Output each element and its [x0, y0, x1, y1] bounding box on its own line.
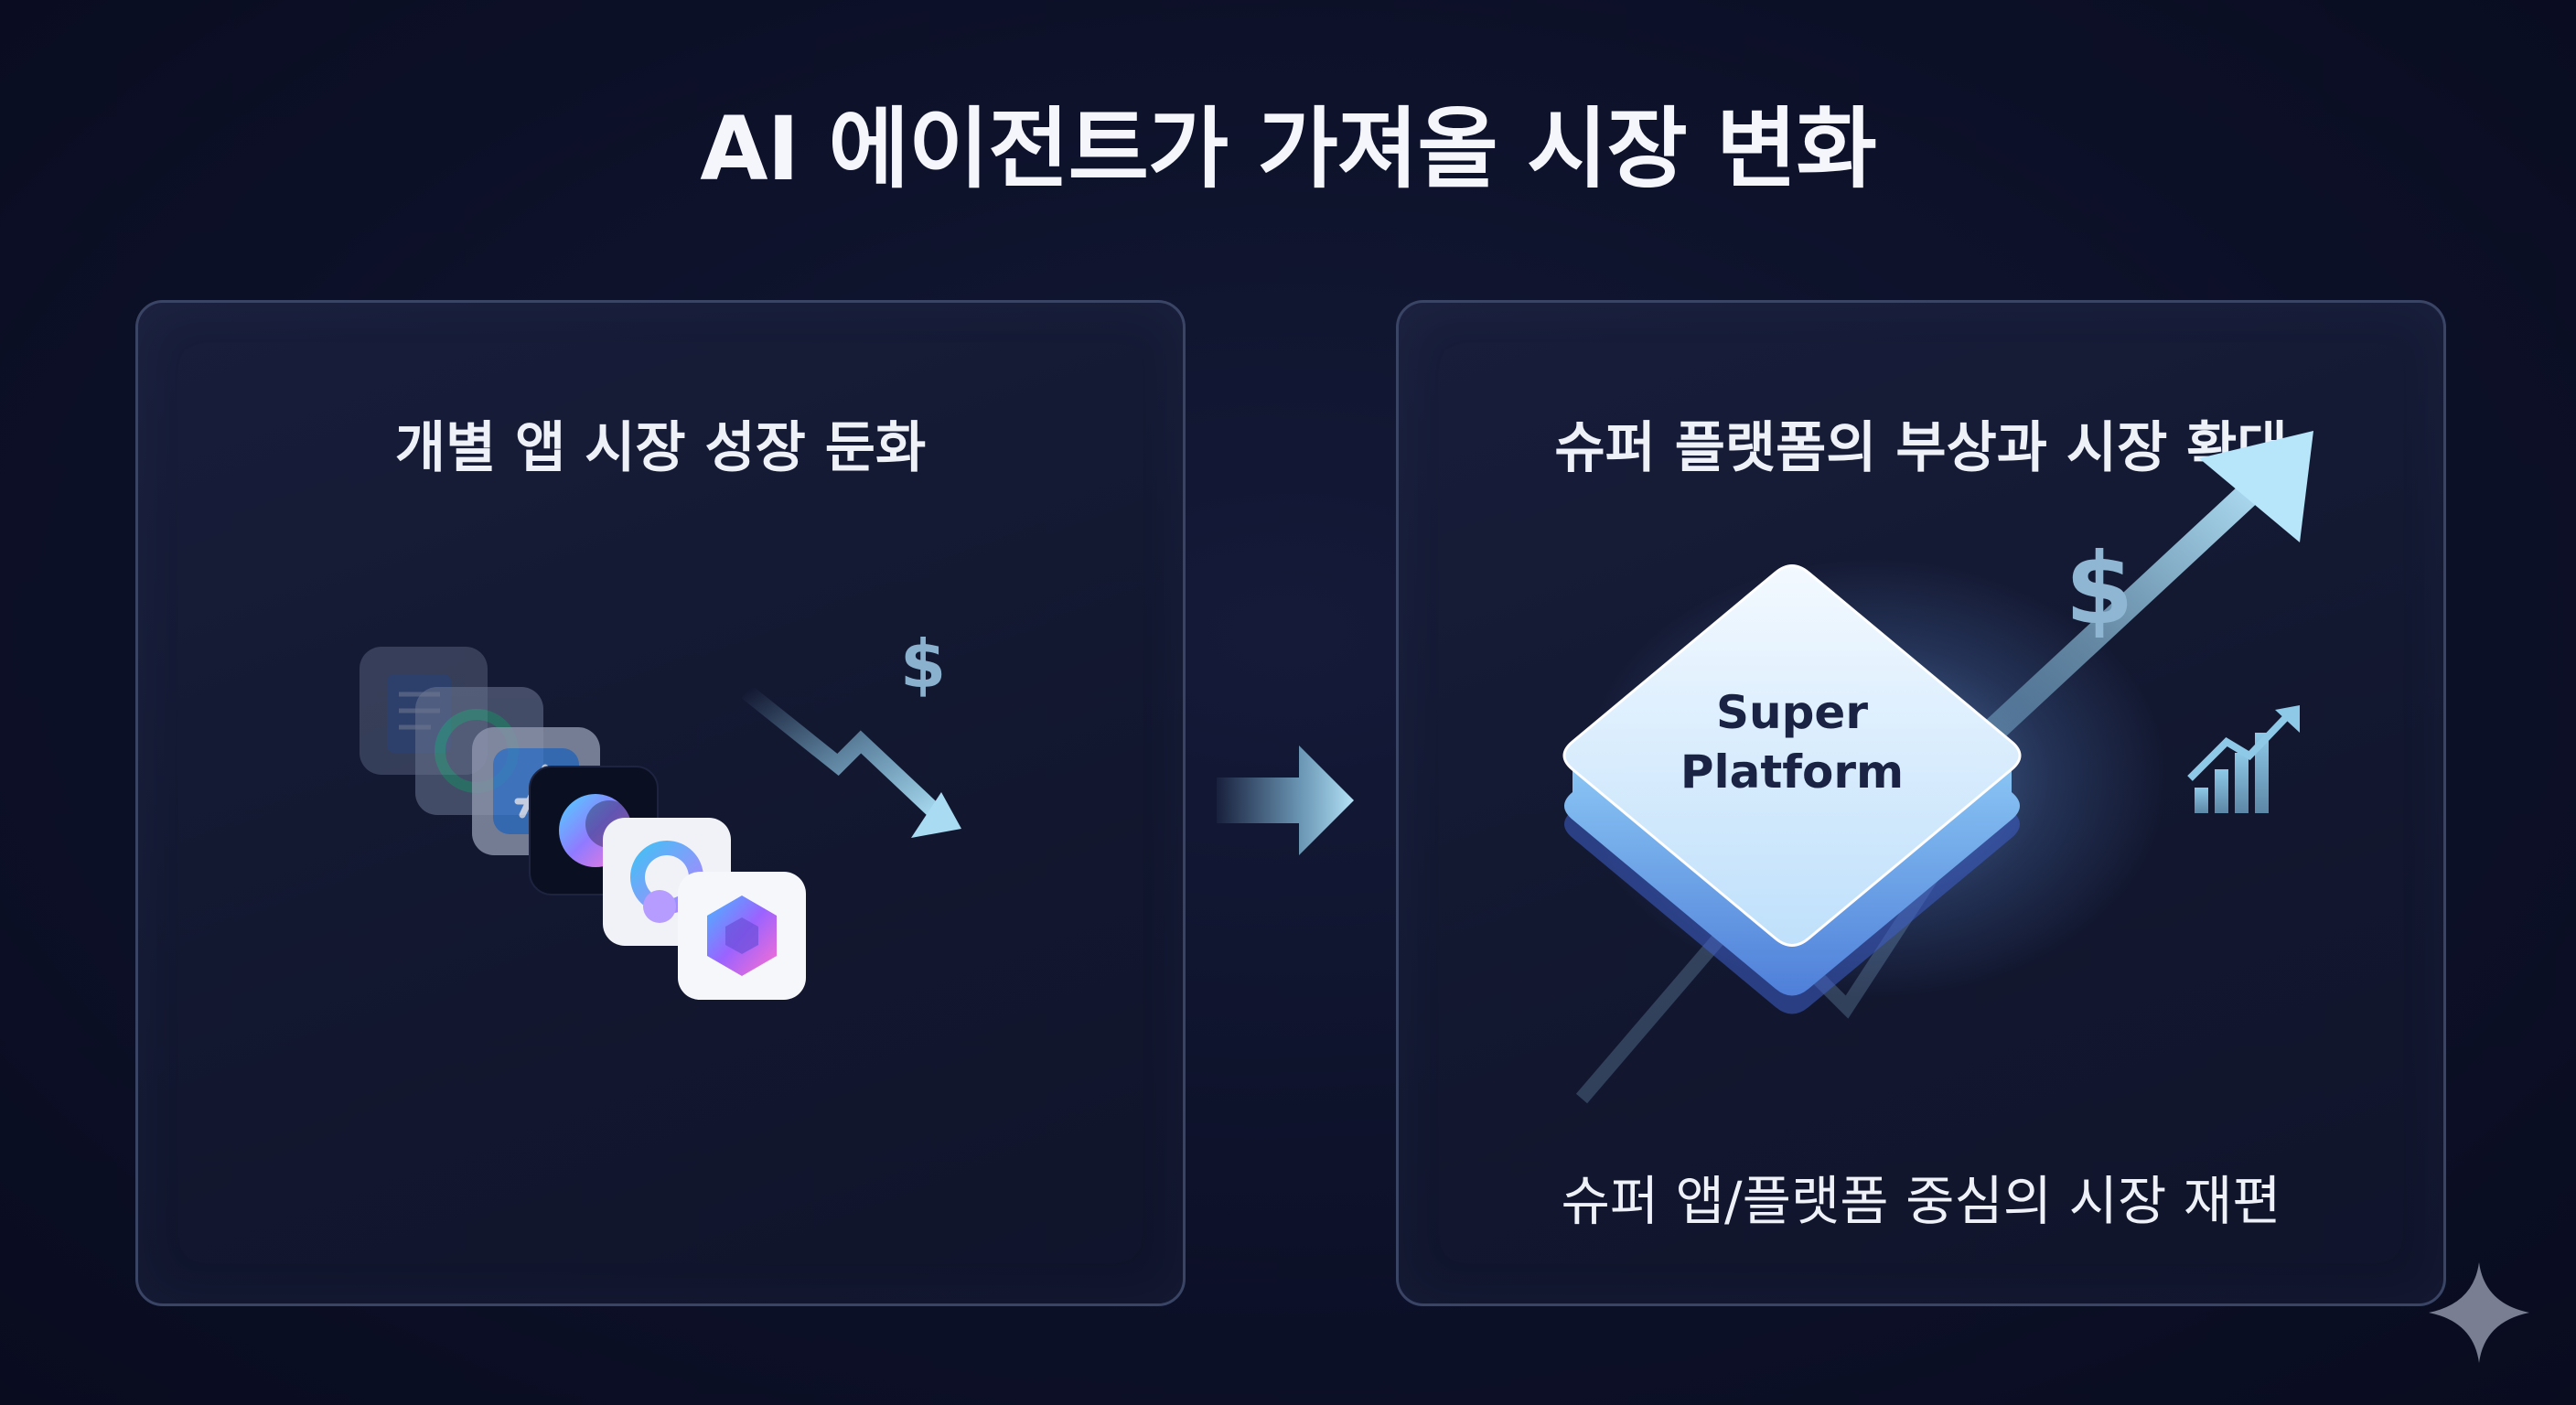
- super-platform-block: Super Platform: [1562, 564, 2022, 1014]
- panel-heading-left: 개별 앱 시장 성장 둔화: [394, 416, 927, 480]
- dollar-sign-icon-left: $: [900, 626, 946, 702]
- dollar-sign-icon-right: $: [2065, 532, 2133, 647]
- page-title: AI 에이전트가 가져올 시장 변화: [700, 98, 1877, 200]
- sparkle-icon: [2429, 1262, 2529, 1363]
- super-platform-illustration: Super Platform $: [1562, 431, 2313, 1104]
- declining-trend-arrow: [741, 684, 961, 838]
- panel-app-market-slowdown: 개별 앱 시장 성장 둔화: [135, 300, 1186, 1306]
- transition-arrow-icon: [1217, 745, 1354, 855]
- panel-heading-right: 슈퍼 플랫폼의 부상과 시장 확대: [1554, 416, 2288, 480]
- platform-label-line1: Super: [1716, 686, 1868, 739]
- platform-label-line2: Platform: [1680, 745, 1904, 799]
- panel-super-platform-rise: 슈퍼 플랫폼의 부상과 시장 확대: [1396, 300, 2446, 1306]
- bar-chart-growth-icon: [2187, 705, 2300, 813]
- panel-caption-right: 슈퍼 앱/플랫폼 중심의 시장 재편: [1561, 1170, 2281, 1232]
- hexagon-app-icon: [678, 872, 806, 1000]
- app-cascade-illustration: $: [360, 626, 961, 1000]
